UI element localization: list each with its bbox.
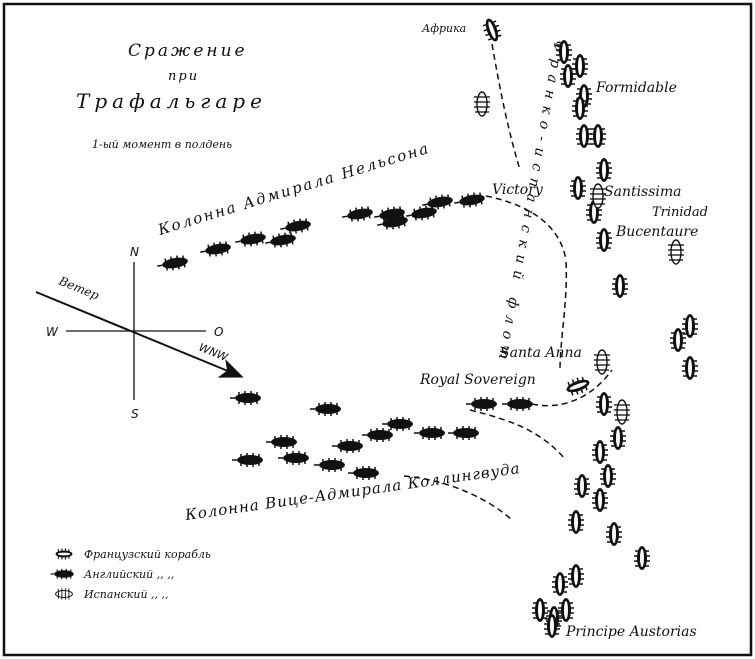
collingwood-column-label: Колонна Вице-Адмирала Коллингвуда — [183, 459, 522, 524]
map-title-line3: Трафальгаре — [76, 89, 267, 113]
compass-rose — [35, 262, 244, 400]
compass-west: W — [46, 325, 59, 339]
compass-south: S — [131, 407, 139, 421]
english-ship — [347, 465, 380, 481]
ship-label-africa: Африка — [421, 22, 466, 35]
compass-east: O — [214, 325, 223, 339]
english-ship — [331, 438, 364, 454]
spanish-ship — [473, 91, 491, 117]
spanish-ship — [667, 239, 685, 265]
french-ship — [591, 487, 609, 513]
english-ship — [198, 239, 233, 260]
ship-label-bucentaure: Bucentaure — [615, 224, 698, 240]
french-ship — [563, 373, 593, 399]
wind-label: Ветер — [56, 273, 101, 302]
legend-english-label: Английский ,, ,, — [83, 568, 174, 581]
french-ship — [567, 509, 585, 535]
map-legend — [49, 547, 75, 601]
french-ship — [557, 597, 575, 623]
english-ship — [278, 216, 313, 237]
english-ship — [340, 204, 375, 225]
english-ship — [313, 457, 346, 473]
french-ship — [609, 425, 627, 451]
ship-label-royal-sovereign: Royal Sovereign — [419, 372, 536, 388]
ship-label-principe: Principe Austorias — [565, 624, 697, 640]
french-ship — [575, 123, 593, 149]
english-ship — [233, 229, 268, 250]
french-ship — [595, 157, 613, 183]
english-ship — [465, 396, 498, 412]
english-ship — [381, 416, 414, 432]
map-title-line2: при — [168, 69, 199, 84]
spanish-ship — [613, 399, 631, 425]
enemy-fleet-label: Франко-испанский флот — [494, 39, 567, 367]
english-ship — [155, 253, 190, 274]
french-ship — [633, 545, 651, 571]
ship-label-santissima: Santissima — [604, 184, 682, 200]
english-ship — [265, 434, 298, 450]
french-ship — [605, 521, 623, 547]
english-ship — [231, 452, 264, 468]
french-ship — [567, 563, 585, 589]
legend-english-ship-icon — [49, 568, 75, 580]
english-ship — [413, 425, 446, 441]
ship-label-victory: Victory — [492, 182, 544, 198]
french-ship — [681, 355, 699, 381]
english-ship — [263, 230, 298, 251]
french-ship-bucentaure — [595, 227, 613, 253]
french-ship — [479, 15, 505, 45]
english-ship-victory — [452, 190, 487, 211]
map-title-line1: Сражение — [128, 41, 248, 61]
french-ship — [595, 391, 613, 417]
ship-label-formidable: Formidable — [595, 80, 677, 96]
french-ship — [551, 571, 569, 597]
map-moment-label: 1-ый момент в полдень — [92, 138, 232, 151]
ship-label-santa-anna: Santa Anna — [500, 345, 582, 361]
spanish-ship-santa-anna — [593, 349, 611, 375]
french-ship — [591, 439, 609, 465]
english-ship — [309, 401, 342, 417]
french-ship — [573, 473, 591, 499]
ship-label-trinidad: Trinidad — [652, 205, 708, 220]
legend-french-label: Французский корабль — [84, 548, 211, 561]
english-ship — [447, 425, 480, 441]
legend-french-ship-icon — [55, 547, 73, 561]
compass-north: N — [130, 245, 139, 259]
english-ship — [277, 450, 310, 466]
legend-spanish-label: Испанский ,, ,, — [83, 588, 169, 601]
french-ship — [681, 313, 699, 339]
french-ship — [589, 123, 607, 149]
french-ship — [611, 273, 629, 299]
legend-spanish-ship-icon — [55, 587, 73, 601]
french-ship — [569, 175, 587, 201]
french-ship — [669, 327, 687, 353]
wake-lines — [403, 43, 613, 521]
english-ship — [229, 390, 262, 406]
english-ship-royal-sovereign — [501, 396, 534, 412]
french-ship — [599, 463, 617, 489]
nelson-column-ships — [155, 190, 487, 274]
english-ship — [361, 427, 394, 443]
